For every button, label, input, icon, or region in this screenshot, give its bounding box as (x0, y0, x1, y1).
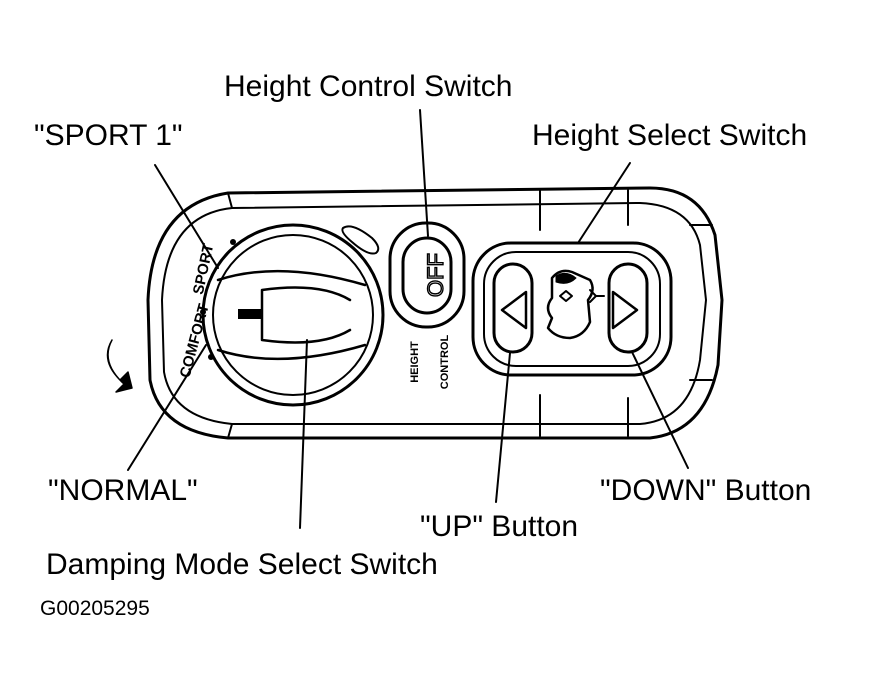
height-control-text-line2: CONTROL (439, 335, 451, 390)
leader-down (631, 351, 689, 469)
height-control-text-line1: HEIGHT (409, 341, 421, 383)
down-button-arrow (611, 290, 639, 330)
sport-text: SPORT (190, 242, 217, 296)
damping-dial-ring (212, 234, 374, 396)
height-select-inner (483, 251, 661, 367)
off-button-body (401, 236, 453, 315)
up-button-label: "UP" Button (420, 510, 579, 543)
damping-dial-outer (201, 223, 385, 407)
rotate-arrow-icon (106, 339, 133, 393)
height-select-switch-label: Height Select Switch (532, 119, 808, 152)
leader-sport1 (154, 164, 219, 269)
off-label: OFF (423, 253, 448, 297)
up-button-body (492, 262, 534, 354)
damping-mode-select-switch-label: Damping Mode Select Switch (46, 548, 438, 581)
sport1-label: "SPORT 1" (34, 119, 183, 152)
leader-normal (127, 344, 207, 471)
normal-label: "NORMAL" (48, 474, 198, 507)
height-select-frame (471, 241, 673, 377)
down-button-label: "DOWN" Button (600, 474, 812, 507)
height-control-switch-label: Height Control Switch (224, 70, 513, 103)
height-symbol (546, 269, 594, 340)
leader-height-select (577, 162, 631, 244)
leader-height-control (419, 109, 429, 237)
leader-damping (299, 339, 308, 529)
up-button-arrow (500, 290, 528, 330)
leader-up (495, 352, 511, 503)
down-button-body (607, 262, 649, 354)
panel-housing-inner (161, 202, 707, 425)
figure-id: G00205295 (40, 597, 150, 620)
